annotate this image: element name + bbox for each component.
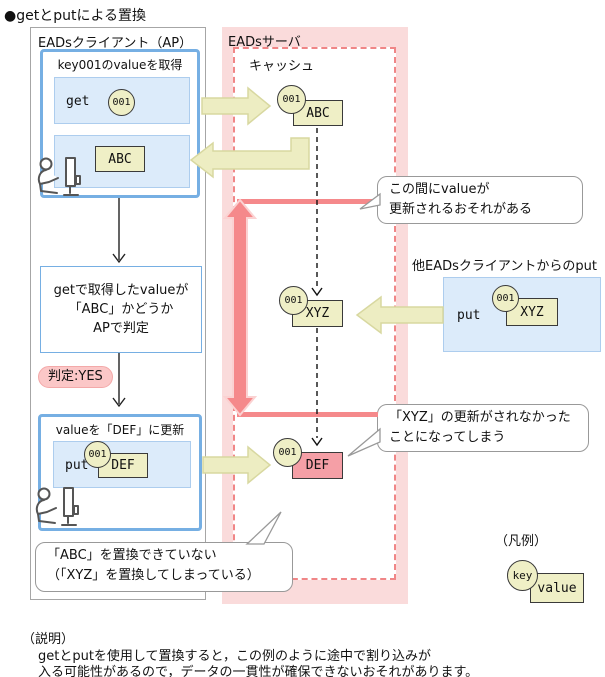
lost-update-callout: 「XYZ」の更新がされなかった ことになってしまう bbox=[377, 404, 589, 452]
legend-value-box: value bbox=[530, 573, 584, 603]
client-label: EADsクライアント（AP） bbox=[38, 36, 193, 51]
note-line2: 入る可能性があるので，データの一貫性が確保できないおそれがあります。 bbox=[38, 665, 479, 677]
note-line1: getとputを使用して置換すると，この例のように途中で割り込みが bbox=[38, 649, 432, 664]
get-op-label: get bbox=[66, 94, 90, 109]
user-at-computer-icon bbox=[35, 487, 79, 526]
interval-callout-line1: この間にvalueが bbox=[389, 182, 490, 197]
replace-failure-line2: （「XYZ」を置換してしまっている） bbox=[47, 568, 260, 583]
legend-title: （凡例） bbox=[495, 534, 548, 549]
user-at-computer-icon bbox=[37, 157, 81, 196]
replace-failure-line1: 「ABC」を置換できていない bbox=[47, 548, 217, 563]
other-client-label: 他EADsクライアントからのput bbox=[412, 259, 597, 274]
lost-update-callout-line2: ことになってしまう bbox=[389, 430, 506, 445]
cache-key-def: 001 bbox=[273, 438, 302, 467]
lost-update-callout-line1: 「XYZ」の更新がされなかった bbox=[389, 410, 571, 425]
cache-key-abc: 001 bbox=[277, 85, 306, 114]
update-step-title: valueを「DEF」に更新 bbox=[55, 423, 185, 437]
page-title: ●getとputによる置換 bbox=[4, 8, 147, 24]
judge-result-badge: 判定:YES bbox=[38, 366, 113, 388]
decision-line2: 「ABC」かどうか bbox=[68, 302, 174, 317]
key-badge-get: 001 bbox=[108, 89, 135, 116]
replace-failure-callout: 「ABC」を置換できていない （「XYZ」を置換してしまっている） bbox=[35, 542, 293, 592]
get-request-box bbox=[54, 77, 190, 124]
server-label: EADsサーバ bbox=[228, 35, 301, 50]
decision-box: getで取得したvalueが 「ABC」かどうか APで判定 bbox=[40, 266, 202, 353]
other-put-op-label: put bbox=[457, 308, 481, 323]
get-step-title: key001のvalueを取得 bbox=[57, 58, 183, 72]
decision-line1: getで取得したvalueが bbox=[53, 283, 189, 298]
other-put-key: 001 bbox=[492, 285, 519, 312]
put-op-label: put bbox=[65, 458, 89, 473]
value-box-response: ABC bbox=[95, 146, 145, 172]
legend-key-badge: key bbox=[507, 560, 538, 591]
key-badge-put: 001 bbox=[84, 441, 111, 468]
interval-callout: この間にvalueが 更新されるおそれがある bbox=[377, 176, 583, 224]
cache-label: キャッシュ bbox=[249, 59, 315, 74]
note-heading: （説明） bbox=[22, 632, 75, 647]
interval-callout-line2: 更新されるおそれがある bbox=[389, 202, 533, 217]
cache-key-xyz: 001 bbox=[279, 286, 308, 315]
decision-line3: APで判定 bbox=[93, 321, 149, 336]
